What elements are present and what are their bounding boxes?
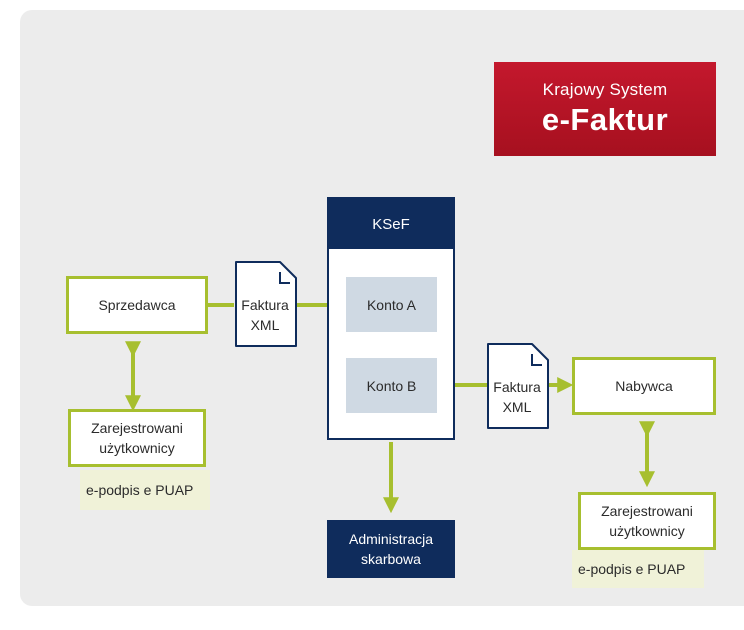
seller-box: Sprzedawca <box>66 276 208 334</box>
account-a: Konto A <box>346 277 437 332</box>
buyer-auth-label: e-podpis e PUAP <box>578 561 686 577</box>
seller-users-box: Zarejestrowani użytkownicy <box>68 409 206 467</box>
buyer-label: Nabywca <box>615 378 673 394</box>
invoice-out-line2: XML <box>502 399 532 415</box>
seller-label: Sprzedawca <box>98 297 176 313</box>
invoice-in-line2: XML <box>250 317 280 333</box>
logo-line2: e-Faktur <box>541 102 669 137</box>
account-b: Konto B <box>346 358 437 413</box>
admin-line2: skarbowa <box>361 551 421 567</box>
invoice-in-line1: Faktura <box>241 297 289 313</box>
seller-users-line1: Zarejestrowani <box>91 420 183 436</box>
ksef-logo: Krajowy System e-Faktur <box>494 62 716 156</box>
invoice-out-label: Faktura XML <box>490 377 544 417</box>
tax-administration-box: Administracja skarbowa <box>327 520 455 578</box>
seller-users-line2: użytkownicy <box>99 440 175 456</box>
buyer-box: Nabywca <box>572 357 716 415</box>
logo-line1: Krajowy System <box>542 80 668 99</box>
admin-line1: Administracja <box>348 531 434 547</box>
account-b-label: Konto B <box>366 377 417 394</box>
ksef-title: KSeF <box>372 215 410 233</box>
buyer-auth-note: e-podpis e PUAP <box>572 550 704 588</box>
seller-auth-note: e-podpis e PUAP <box>80 470 210 510</box>
invoice-out-line1: Faktura <box>493 379 541 395</box>
seller-auth-label: e-podpis e PUAP <box>86 482 194 498</box>
invoice-in-label: Faktura XML <box>238 295 292 335</box>
buyer-users-box: Zarejestrowani użytkownicy <box>578 492 716 550</box>
buyer-users-line1: Zarejestrowani <box>601 503 693 519</box>
buyer-users-line2: użytkownicy <box>609 523 685 539</box>
ksef-header: KSeF <box>329 199 453 249</box>
account-a-label: Konto A <box>366 296 417 313</box>
